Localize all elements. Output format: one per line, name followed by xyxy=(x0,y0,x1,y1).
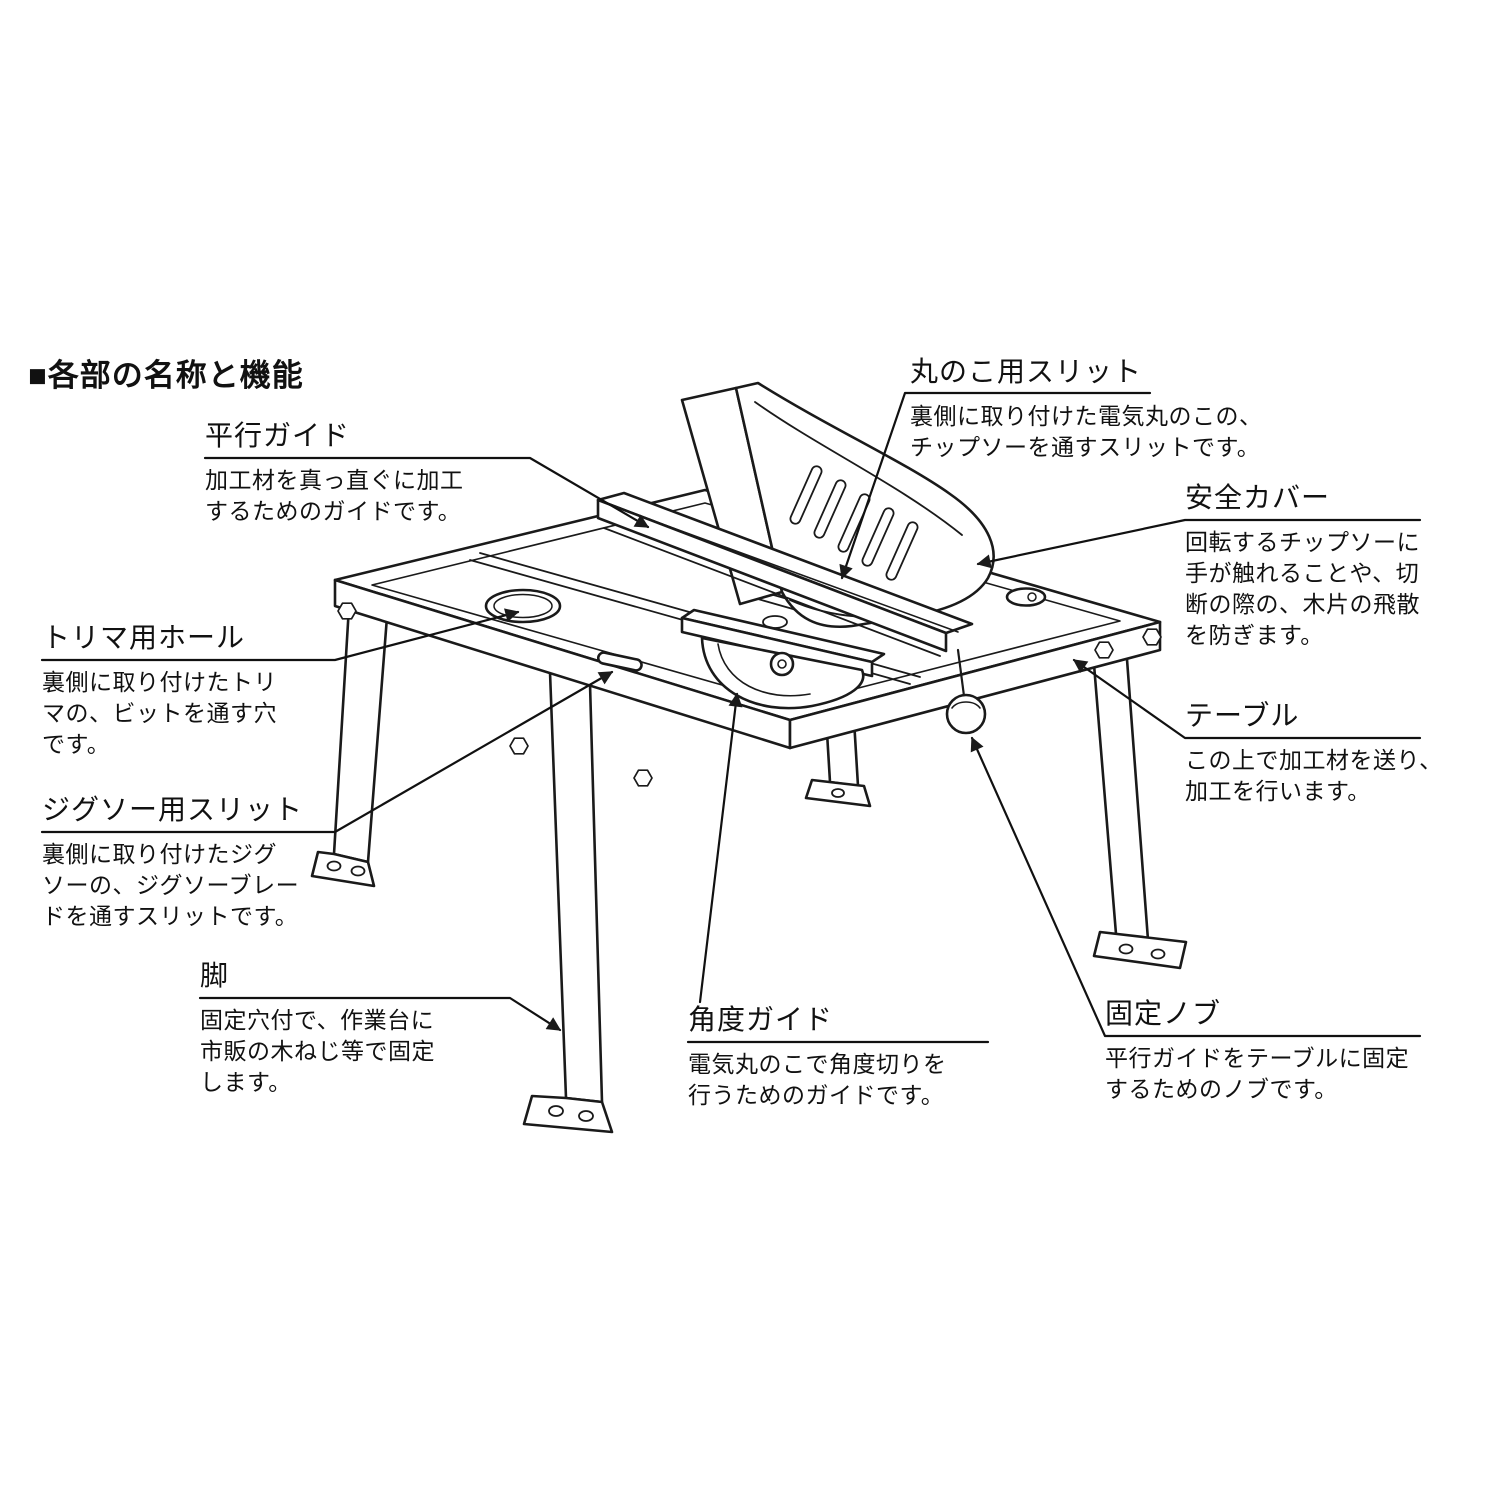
table-top xyxy=(333,488,1162,750)
label-jigsaw-slit-heading: ジグソー用スリット xyxy=(42,794,304,825)
jigsaw-slit-shape xyxy=(596,651,643,672)
label-leg: 脚 固定穴付で、作業台に 市販の木ねじ等で固定 します。 xyxy=(200,960,435,1098)
label-jigsaw-slit: ジグソー用スリット 裏側に取り付けたジグ ソーの、ジグソーブレー ドを通すスリッ… xyxy=(42,794,303,932)
label-leg-desc: 固定穴付で、作業台に 市販の木ねじ等で固定 します。 xyxy=(200,1007,435,1095)
fixing-knob-shape xyxy=(945,648,987,735)
label-table-desc: この上で加工材を送り、 加工を行います。 xyxy=(1185,747,1443,804)
label-circular-saw-slit-heading: 丸のこ用スリット xyxy=(910,356,1143,387)
leader-fixing-knob xyxy=(970,736,1422,1038)
label-parallel-guide-desc: 加工材を真っ直ぐに加工 するためのガイドです。 xyxy=(205,467,464,524)
bolt-heads xyxy=(337,602,1162,787)
label-table: テーブル この上で加工材を送り、 加工を行います。 xyxy=(1185,700,1443,807)
label-safety-cover-heading: 安全カバー xyxy=(1185,482,1331,513)
label-fixing-knob-desc: 平行ガイドをテーブルに固定 するためのノブです。 xyxy=(1105,1045,1410,1102)
label-angle-guide-heading: 角度ガイド xyxy=(688,1004,834,1035)
leg-right xyxy=(1090,638,1188,970)
label-trimmer-hole: トリマ用ホール 裏側に取り付けたトリ マの、ビットを通す穴 です。 xyxy=(42,622,277,760)
leader-jigsaw-slit xyxy=(40,670,614,834)
leg-left xyxy=(310,588,390,888)
label-angle-guide: 角度ガイド 電気丸のこで角度切りを 行うためのガイドです。 xyxy=(688,1004,947,1111)
label-circular-saw-slit: 丸のこ用スリット 裏側に取り付けた電気丸のこの、 チップソーを通すスリットです。 xyxy=(910,356,1263,463)
label-trimmer-hole-desc: 裏側に取り付けたトリ マの、ビットを通す穴 です。 xyxy=(42,669,277,757)
label-trimmer-hole-heading: トリマ用ホール xyxy=(42,622,246,653)
page-title: ■各部の名称と機能 xyxy=(28,358,304,393)
label-safety-cover: 安全カバー 回転するチップソーに 手が触れることや、切 断の際の、木片の飛散 を… xyxy=(1185,482,1420,651)
label-circular-saw-slit-desc: 裏側に取り付けた電気丸のこの、 チップソーを通すスリットです。 xyxy=(910,403,1263,460)
leader-trimmer-hole xyxy=(40,608,520,662)
leader-leg xyxy=(198,996,562,1032)
label-jigsaw-slit-desc: 裏側に取り付けたジグ ソーの、ジグソーブレー ドを通すスリットです。 xyxy=(42,841,300,929)
leader-safety-cover xyxy=(976,518,1422,569)
label-parallel-guide-heading: 平行ガイド xyxy=(205,420,351,451)
label-fixing-knob-heading: 固定ノブ xyxy=(1105,998,1222,1029)
hand-slot-shape xyxy=(1005,587,1047,607)
label-table-heading: テーブル xyxy=(1185,700,1300,731)
label-leg-heading: 脚 xyxy=(200,960,230,991)
label-angle-guide-desc: 電気丸のこで角度切りを 行うためのガイドです。 xyxy=(688,1051,947,1108)
leader-parallel-guide xyxy=(203,456,650,529)
leg-front xyxy=(522,670,614,1134)
leader-table xyxy=(1072,658,1422,740)
label-fixing-knob: 固定ノブ 平行ガイドをテーブルに固定 するためのノブです。 xyxy=(1105,998,1409,1105)
angle-guide-shape xyxy=(680,608,886,710)
parallel-guide-shape xyxy=(596,491,974,657)
label-safety-cover-desc: 回転するチップソーに 手が触れることや、切 断の際の、木片の飛散 を防ぎます。 xyxy=(1185,529,1420,648)
leader-circular-saw-slit xyxy=(839,391,1152,580)
label-parallel-guide: 平行ガイド 加工材を真っ直ぐに加工 するためのガイドです。 xyxy=(205,420,464,527)
leader-angle-guide xyxy=(698,692,743,1004)
